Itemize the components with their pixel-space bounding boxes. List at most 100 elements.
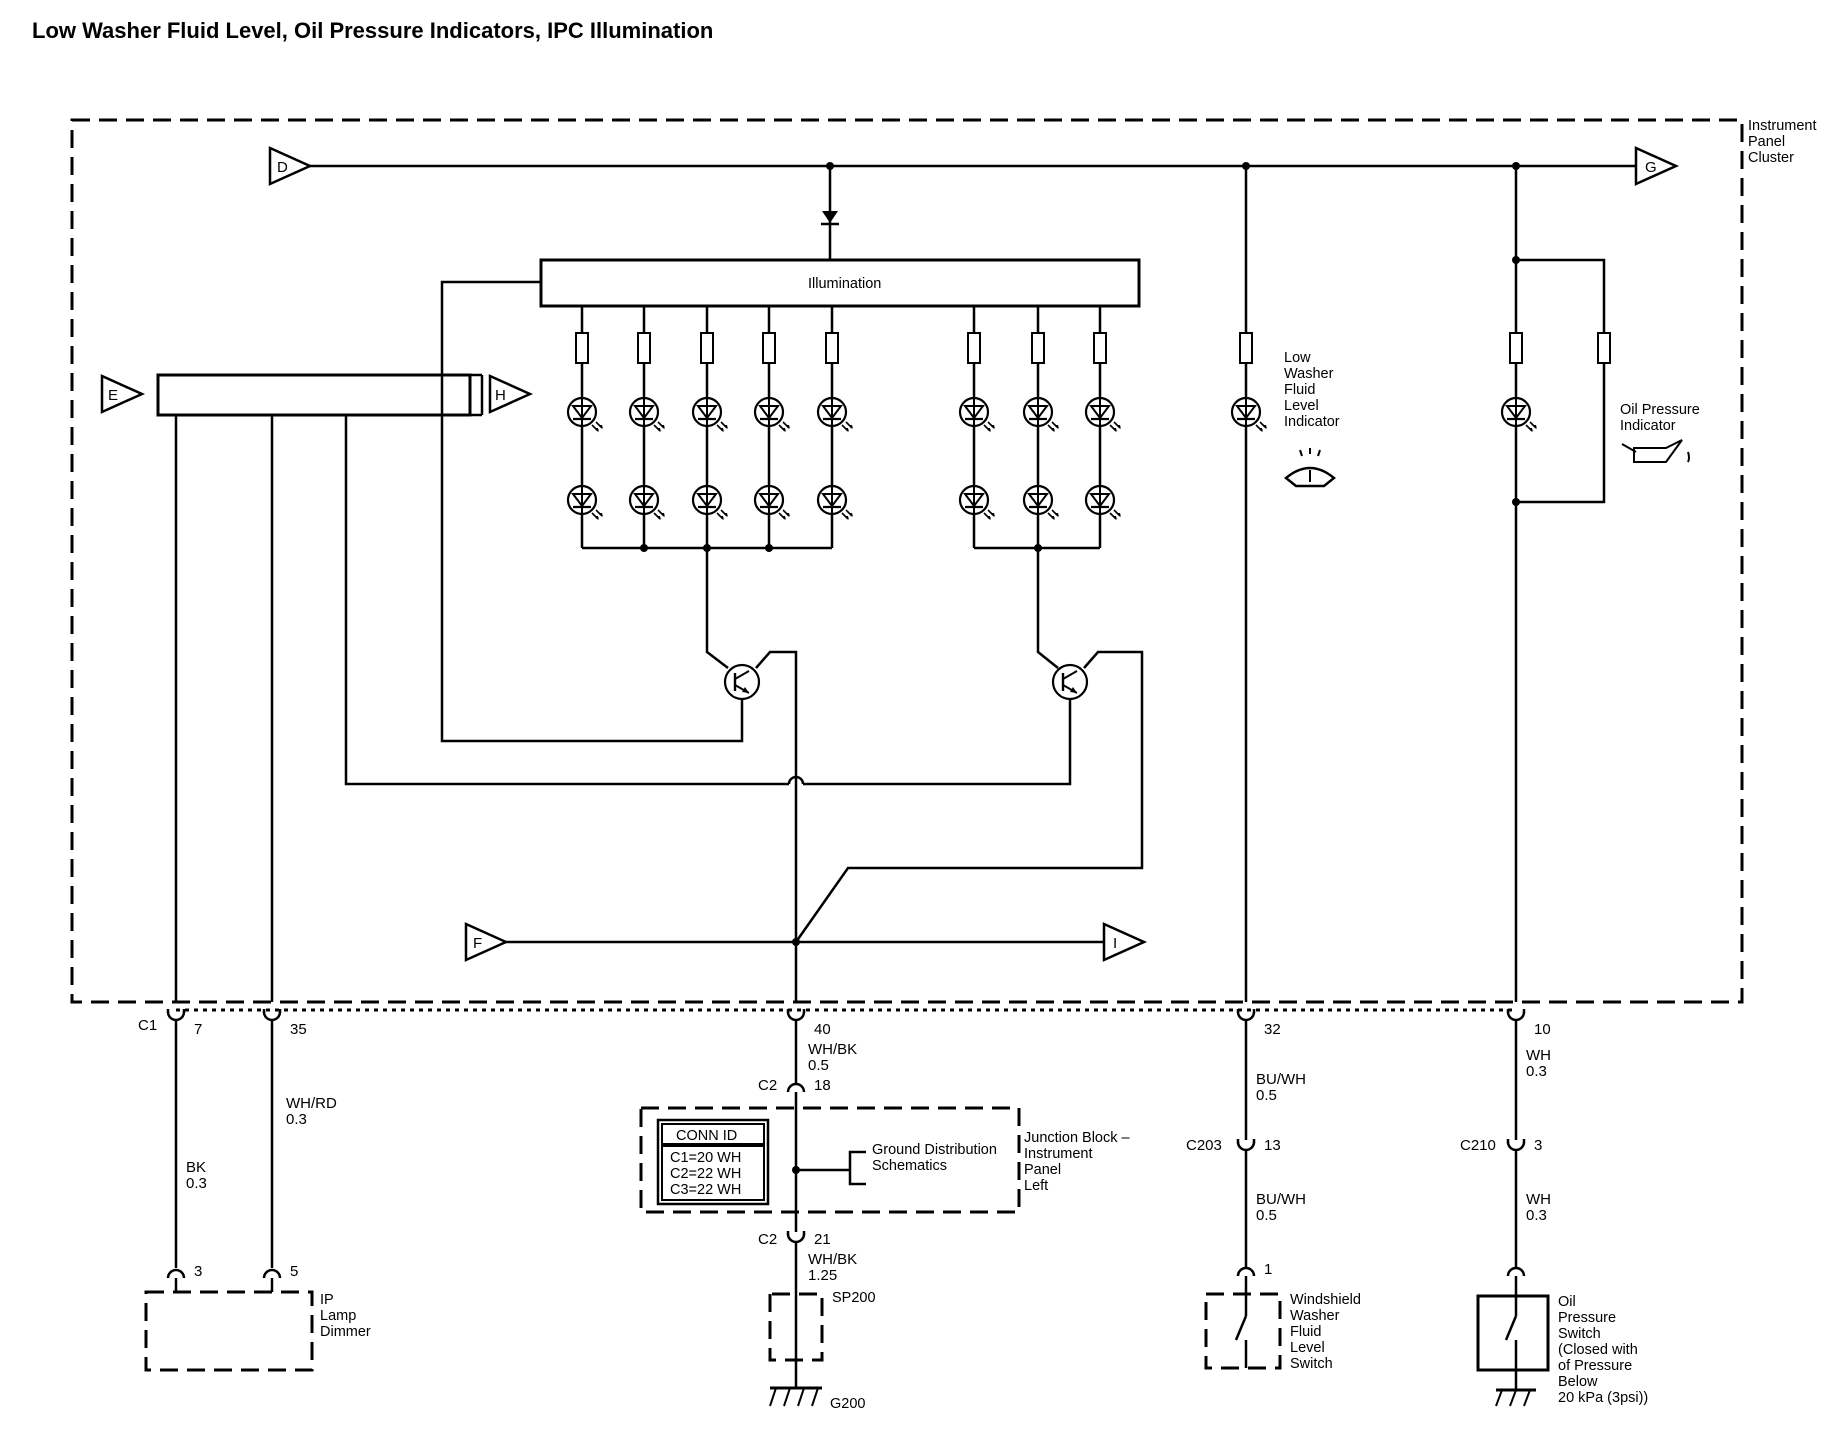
svg-text:0.3: 0.3 (1526, 1063, 1547, 1080)
ipc-boundary (70, 118, 1744, 1004)
svg-text:13: 13 (1264, 1137, 1281, 1154)
ground-oil-switch-icon (1495, 1388, 1536, 1407)
svg-text:Fluid: Fluid (1290, 1324, 1321, 1340)
dimmer-bus-bar (156, 373, 472, 417)
offpage-e: E (100, 374, 146, 414)
svg-text:WH: WH (1526, 1191, 1551, 1208)
svg-text:Level: Level (1284, 398, 1319, 414)
svg-text:WH/BK: WH/BK (808, 1251, 857, 1268)
offpage-i: I (1102, 922, 1148, 962)
svg-text:Panel: Panel (1748, 134, 1785, 150)
svg-text:3: 3 (1534, 1137, 1542, 1154)
led-bank-b (958, 306, 1123, 552)
led-bank-a (566, 306, 855, 552)
svg-text:BU/WH: BU/WH (1256, 1191, 1306, 1208)
washer-fluid-icon (1284, 448, 1336, 488)
splice-label: SP200 (832, 1290, 876, 1306)
offpage-g: G (1634, 146, 1680, 186)
ip-lamp-dimmer-box (144, 1290, 314, 1372)
oil-pressure-led (1500, 396, 1539, 434)
svg-text:Below: Below (1558, 1374, 1598, 1390)
svg-text:F: F (473, 935, 482, 952)
svg-text:Windshield: Windshield (1290, 1292, 1361, 1308)
svg-text:20 kPa (3psi)): 20 kPa (3psi)) (1558, 1390, 1648, 1406)
conn-id-table: CONN ID C1=20 WH C2=22 WH C3=22 WH (656, 1118, 770, 1206)
svg-text:(Closed with: (Closed with (1558, 1342, 1638, 1358)
wire-buwh-a: BU/WH 0.5 (1256, 1071, 1306, 1104)
svg-text:C2: C2 (758, 1077, 777, 1094)
svg-text:Left: Left (1024, 1178, 1048, 1194)
driver-transistor-a (723, 663, 761, 701)
junction-block-box (639, 1106, 1021, 1214)
svg-text:Junction Block –: Junction Block – (1024, 1130, 1131, 1146)
svg-text:C1: C1 (138, 1017, 157, 1034)
offpage-h: H (488, 374, 534, 414)
svg-text:CONN ID: CONN ID (676, 1128, 737, 1144)
svg-text:C2: C2 (758, 1231, 777, 1248)
svg-text:0.3: 0.3 (1526, 1207, 1547, 1224)
oil-switch-label: Oil Pressure Switch (Closed with of Pres… (1558, 1294, 1648, 1406)
wire-buwh-b: BU/WH 0.5 (1256, 1191, 1306, 1224)
svg-text:Cluster: Cluster (1748, 150, 1794, 166)
svg-text:G: G (1645, 159, 1657, 176)
ground-label: G200 (830, 1396, 865, 1412)
wire-wh-b: WH 0.3 (1526, 1191, 1551, 1224)
svg-text:Panel: Panel (1024, 1162, 1061, 1178)
svg-text:of Pressure: of Pressure (1558, 1358, 1632, 1374)
svg-text:7: 7 (194, 1021, 202, 1038)
svg-text:0.3: 0.3 (186, 1175, 207, 1192)
ipc-label: Instrument Panel Cluster (1748, 118, 1817, 166)
svg-text:Pressure: Pressure (1558, 1310, 1616, 1326)
svg-text:21: 21 (814, 1231, 831, 1248)
svg-text:Indicator: Indicator (1620, 418, 1676, 434)
svg-text:Oil Pressure: Oil Pressure (1620, 402, 1700, 418)
oil-switch-box (1476, 1294, 1550, 1372)
svg-text:C3=22 WH: C3=22 WH (670, 1182, 741, 1198)
svg-text:Ground Distribution: Ground Distribution (872, 1142, 997, 1158)
svg-text:WH/RD: WH/RD (286, 1095, 337, 1112)
wire-whbk-125: WH/BK 1.25 (808, 1251, 857, 1284)
svg-text:1: 1 (1264, 1261, 1272, 1278)
washer-switch-label: Windshield Washer Fluid Level Switch (1290, 1292, 1361, 1372)
svg-text:Washer: Washer (1290, 1308, 1340, 1324)
offpage-f: F (464, 922, 510, 962)
splice-sp200-box (768, 1292, 824, 1362)
svg-text:I: I (1113, 935, 1117, 952)
driver-transistor-b (1051, 663, 1089, 701)
oil-pressure-indicator-label: Oil Pressure Indicator (1620, 402, 1700, 434)
svg-text:Switch: Switch (1558, 1326, 1601, 1342)
svg-text:Fluid: Fluid (1284, 382, 1315, 398)
svg-text:0.5: 0.5 (808, 1057, 829, 1074)
svg-text:Lamp: Lamp (320, 1308, 356, 1324)
svg-text:10: 10 (1534, 1021, 1551, 1038)
svg-text:Level: Level (1290, 1340, 1325, 1356)
svg-text:BK: BK (186, 1159, 206, 1176)
svg-text:C203: C203 (1186, 1137, 1222, 1154)
svg-text:H: H (495, 387, 506, 404)
svg-text:C1=20 WH: C1=20 WH (670, 1150, 741, 1166)
wire-wh-a: WH 0.3 (1526, 1047, 1551, 1080)
svg-text:5: 5 (290, 1263, 298, 1280)
svg-text:0.5: 0.5 (1256, 1207, 1277, 1224)
svg-text:BU/WH: BU/WH (1256, 1071, 1306, 1088)
svg-text:18: 18 (814, 1077, 831, 1094)
svg-text:C210: C210 (1460, 1137, 1496, 1154)
ground-distribution-label: Ground Distribution Schematics (872, 1142, 997, 1174)
svg-text:Schematics: Schematics (872, 1158, 947, 1174)
svg-text:Washer: Washer (1284, 366, 1334, 382)
svg-text:Switch: Switch (1290, 1356, 1333, 1372)
diode-icon (822, 211, 838, 223)
washer-switch-box (1204, 1292, 1282, 1370)
svg-text:C2=22 WH: C2=22 WH (670, 1166, 741, 1182)
svg-text:Oil: Oil (1558, 1294, 1576, 1310)
svg-text:D: D (277, 159, 288, 176)
svg-text:1.25: 1.25 (808, 1267, 837, 1284)
svg-text:Instrument: Instrument (1748, 118, 1817, 134)
svg-text:0.5: 0.5 (1256, 1087, 1277, 1104)
svg-text:0.3: 0.3 (286, 1111, 307, 1128)
illumination-module: Illumination (539, 258, 1141, 308)
svg-text:32: 32 (1264, 1021, 1281, 1038)
wire-whbk-05: WH/BK 0.5 (808, 1041, 857, 1074)
ip-lamp-dimmer-label: IP Lamp Dimmer (320, 1292, 371, 1340)
